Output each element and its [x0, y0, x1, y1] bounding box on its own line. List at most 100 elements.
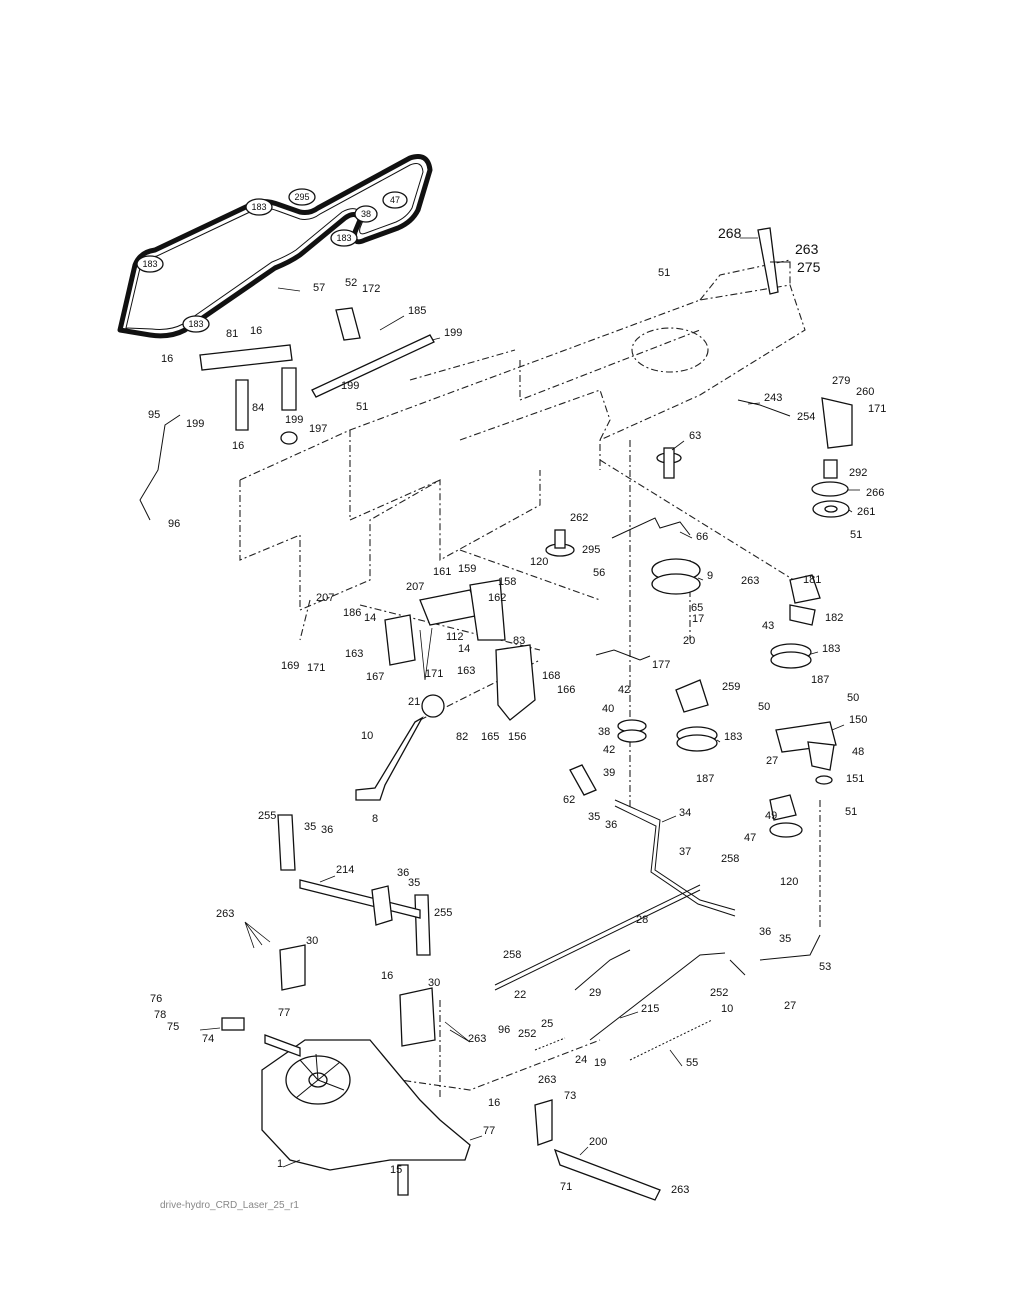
part-callout-252: 252: [518, 1028, 536, 1040]
part-callout-42: 42: [618, 684, 630, 696]
part-callout-53: 53: [819, 961, 831, 973]
part-callout-40: 40: [602, 703, 614, 715]
part-callout-76: 76: [150, 993, 162, 1005]
part-callout-112: 112: [446, 631, 464, 643]
part-callout-75: 75: [167, 1021, 179, 1033]
belt-pulley-38: 38: [354, 205, 378, 223]
part-callout-243: 243: [764, 392, 782, 404]
part-callout-35: 35: [408, 877, 420, 889]
belt-pulley-183-c: 183: [330, 229, 358, 247]
part-callout-185: 185: [408, 305, 426, 317]
part-callout-27: 27: [766, 755, 778, 767]
belt-label: 295: [294, 192, 309, 202]
part-callout-171: 171: [307, 662, 325, 674]
part-callout-197: 197: [309, 423, 327, 435]
part-callout-36: 36: [605, 819, 617, 831]
part-callout-21: 21: [408, 696, 420, 708]
part-callout-37: 37: [679, 846, 691, 858]
part-callout-262: 262: [570, 512, 588, 524]
part-callout-66: 66: [696, 531, 708, 543]
part-callout-77: 77: [278, 1007, 290, 1019]
belt-label: 183: [188, 319, 203, 329]
part-callout-57: 57: [313, 282, 325, 294]
part-callout-49: 49: [765, 810, 777, 822]
belt-pulley-183-a: 183: [136, 255, 164, 273]
part-callout-16: 16: [161, 353, 173, 365]
part-callout-16: 16: [381, 970, 393, 982]
part-callout-120: 120: [780, 876, 798, 888]
part-callout-50: 50: [758, 701, 770, 713]
part-callout-48: 48: [852, 746, 864, 758]
parts-artwork: [139, 227, 853, 1201]
part-callout-22: 22: [514, 989, 526, 1001]
part-callout-275: 275: [797, 259, 821, 275]
part-callout-35: 35: [779, 933, 791, 945]
part-callout-42: 42: [603, 744, 615, 756]
part-callout-199: 199: [186, 418, 204, 430]
part-callout-150: 150: [849, 714, 867, 726]
part-callout-168: 168: [542, 670, 560, 682]
part-callout-292: 292: [849, 467, 867, 479]
part-callout-181: 181: [803, 574, 821, 586]
part-callout-83: 83: [513, 635, 525, 647]
part-callout-30: 30: [306, 935, 318, 947]
part-callout-24: 24: [575, 1054, 587, 1066]
part-callout-200: 200: [589, 1136, 607, 1148]
belt-label: 38: [361, 209, 371, 219]
part-callout-172: 172: [362, 283, 380, 295]
part-callout-158: 158: [498, 576, 516, 588]
part-callout-56: 56: [593, 567, 605, 579]
part-callout-183: 183: [724, 731, 742, 743]
part-callout-38: 38: [598, 726, 610, 738]
part-callout-47: 47: [744, 832, 756, 844]
drawing-caption: drive-hydro_CRD_Laser_25_r1: [160, 1200, 299, 1211]
part-callout-55: 55: [686, 1057, 698, 1069]
part-callout-182: 182: [825, 612, 843, 624]
part-callout-82: 82: [456, 731, 468, 743]
belt-label: 183: [142, 259, 157, 269]
part-callout-177: 177: [652, 659, 670, 671]
part-callout-159: 159: [458, 563, 476, 575]
part-callout-36: 36: [321, 824, 333, 836]
part-callout-14: 14: [458, 643, 470, 655]
belt-pulley-47: 47: [382, 191, 408, 209]
part-callout-16: 16: [232, 440, 244, 452]
belt-pulley-labels: 183 295 183 47 38 183 183: [136, 188, 408, 333]
part-callout-29: 29: [589, 987, 601, 999]
belt-pulley-295: 295: [288, 188, 316, 206]
part-callout-171: 171: [425, 668, 443, 680]
belt-label: 47: [390, 195, 400, 205]
part-callout-10: 10: [361, 730, 373, 742]
part-callout-199: 199: [285, 414, 303, 426]
part-callout-260: 260: [856, 386, 874, 398]
part-callout-10: 10: [721, 1003, 733, 1015]
part-callout-258: 258: [721, 853, 739, 865]
part-callout-261: 261: [857, 506, 875, 518]
part-callout-255: 255: [258, 810, 276, 822]
belt-pulley-183-d: 183: [182, 315, 210, 333]
part-callout-35: 35: [304, 821, 316, 833]
part-callout-199: 199: [444, 327, 462, 339]
part-callout-263: 263: [468, 1033, 486, 1045]
part-callout-34: 34: [679, 807, 691, 819]
part-callout-77: 77: [483, 1125, 495, 1137]
part-callout-16: 16: [488, 1097, 500, 1109]
part-callout-35: 35: [588, 811, 600, 823]
part-callout-39: 39: [603, 767, 615, 779]
part-callout-215: 215: [641, 1003, 659, 1015]
part-callout-266: 266: [866, 487, 884, 499]
part-callout-81: 81: [226, 328, 238, 340]
belt-label: 183: [336, 233, 351, 243]
part-callout-187: 187: [696, 773, 714, 785]
part-callout-9: 9: [707, 570, 713, 582]
part-callout-96: 96: [168, 518, 180, 530]
part-callout-263: 263: [538, 1074, 556, 1086]
part-callout-16: 16: [250, 325, 262, 337]
part-callout-169: 169: [281, 660, 299, 672]
part-callout-25: 25: [541, 1018, 553, 1030]
part-callout-51: 51: [850, 529, 862, 541]
part-callout-27: 27: [784, 1000, 796, 1012]
part-callout-43: 43: [762, 620, 774, 632]
